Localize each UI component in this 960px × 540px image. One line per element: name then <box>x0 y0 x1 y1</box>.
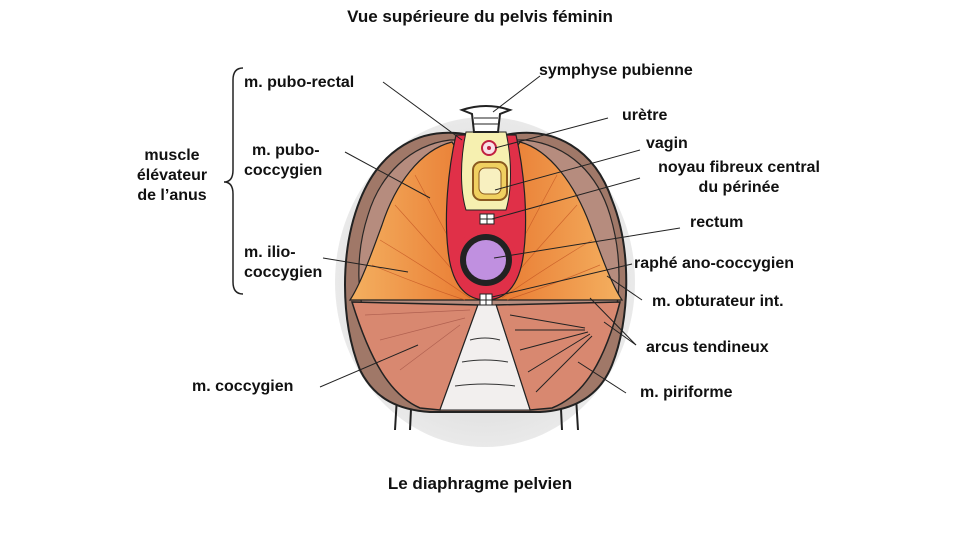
fibers-coccygeus-left <box>364 309 471 371</box>
fibers-coccygeus-right <box>509 314 593 393</box>
label-line: coccygien <box>244 162 323 179</box>
group-label-line: de l’anus <box>137 187 207 204</box>
group-label-line: muscle <box>144 147 200 164</box>
page-caption: Le diaphragme pelvien <box>387 474 573 493</box>
label-symphyse: symphyse pubienne <box>539 62 693 79</box>
group-label-line: élévateur <box>136 167 208 184</box>
noyau-fibreux-shape <box>479 213 495 225</box>
label-pubo-coccygien: m. pubo- coccygien <box>244 141 322 181</box>
label-pubo-rectal: m. pubo-rectal <box>244 74 355 91</box>
label-vagin: vagin <box>646 135 688 152</box>
label-uretre: urètre <box>622 107 668 124</box>
label-coccygien: m. coccygien <box>192 378 294 395</box>
uretre-lumen <box>487 146 491 150</box>
sacrum-area <box>439 304 531 411</box>
vagin-inner <box>478 167 502 195</box>
label-line: m. pubo- <box>252 142 320 159</box>
symphyse-lines <box>474 117 498 125</box>
group-label-muscle-elevateur: muscle élévateur de l’anus <box>120 146 224 206</box>
page-title: Vue supérieure du pelvis féminin <box>347 7 613 26</box>
label-arcus: arcus tendineux <box>646 339 769 356</box>
label-obturateur: m. obturateur int. <box>652 293 784 310</box>
levator-brace <box>223 67 244 295</box>
symphyse-pubienne-shape <box>459 105 513 133</box>
label-rectum: rectum <box>690 214 744 231</box>
leader-lines <box>319 75 681 394</box>
label-line: du périnée <box>698 179 780 196</box>
raphe-shape <box>479 293 493 307</box>
label-piriforme: m. piriforme <box>640 384 733 401</box>
rectum-lumen <box>466 240 506 280</box>
sacrum-lines <box>454 337 516 387</box>
label-line: coccygien <box>244 264 323 281</box>
coccygeus-right <box>494 301 621 411</box>
label-line: noyau fibreux central <box>658 159 820 176</box>
label-raphe: raphé ano-coccygien <box>634 255 795 272</box>
label-ilio-coccygien: m. ilio- coccygien <box>244 243 322 283</box>
label-line: m. ilio- <box>244 244 296 261</box>
label-noyau-fibreux: noyau fibreux central du périnée <box>646 158 832 198</box>
coccygeus-left <box>350 301 480 411</box>
